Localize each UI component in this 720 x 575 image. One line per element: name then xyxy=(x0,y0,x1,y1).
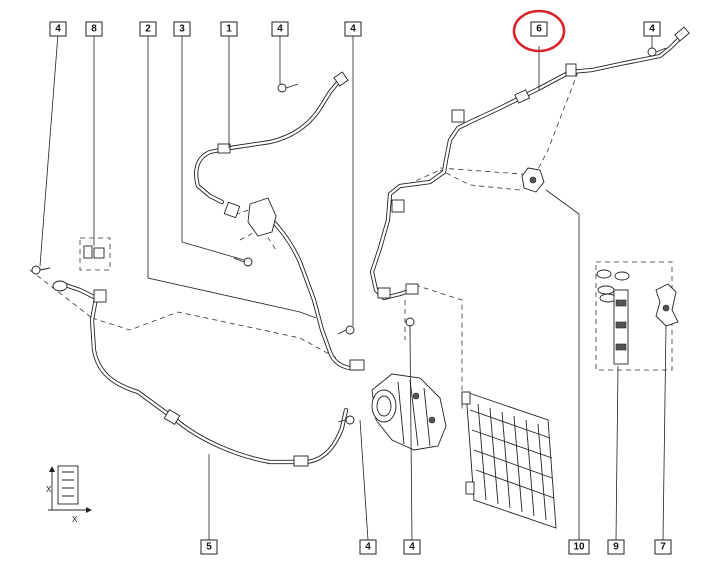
svg-text:7: 7 xyxy=(660,542,666,553)
svg-text:8: 8 xyxy=(91,24,97,35)
callout-bottom-4a: 4 xyxy=(359,539,377,555)
bolt-icons xyxy=(31,47,667,425)
svg-text:4: 4 xyxy=(365,542,371,553)
leader-lines xyxy=(39,33,667,541)
callout-6: 6 xyxy=(530,21,548,37)
callout-left-4: 4 xyxy=(49,21,67,37)
svg-text:5: 5 xyxy=(206,542,212,553)
axis-x-label-vertical: X xyxy=(46,485,52,494)
axis-x-label-horizontal: X xyxy=(72,515,78,524)
bolt-icon xyxy=(337,415,355,425)
svg-text:4: 4 xyxy=(409,542,415,553)
callout-8: 8 xyxy=(85,21,103,37)
callout-10: 10 xyxy=(568,539,590,555)
bolt-icon xyxy=(277,83,299,93)
svg-text:10: 10 xyxy=(573,542,585,553)
part-6-highlight-ring xyxy=(512,9,566,53)
svg-text:2: 2 xyxy=(145,24,151,35)
svg-text:4: 4 xyxy=(350,24,356,35)
bolt-icon xyxy=(233,257,253,267)
svg-text:9: 9 xyxy=(613,542,619,553)
hose-5 xyxy=(52,280,349,467)
callout-2: 2 xyxy=(139,21,157,37)
hose-1 xyxy=(194,71,349,219)
callout-right-4: 4 xyxy=(643,21,661,37)
callout-1: 1 xyxy=(220,21,238,37)
fitting-8 xyxy=(83,245,105,259)
callout-5: 5 xyxy=(200,539,218,555)
assembly-guide-lines xyxy=(29,71,673,412)
hose-6 xyxy=(369,26,690,301)
hose-2 xyxy=(247,197,365,371)
tool-7 xyxy=(655,283,679,327)
callout-3: 3 xyxy=(173,21,191,37)
bolt-icon xyxy=(647,47,667,57)
condenser xyxy=(461,391,557,529)
callouts: 4 8 2 3 1 4 4 6 4 5 4 4 10 9 7 xyxy=(49,21,672,555)
bolt-icon xyxy=(405,317,415,336)
bolt-icon xyxy=(31,265,51,275)
svg-text:4: 4 xyxy=(55,24,61,35)
pressure-switch-10 xyxy=(521,167,545,193)
axis-legend: X X xyxy=(46,465,92,524)
filter-drier-9 xyxy=(596,269,630,365)
compressor xyxy=(371,373,447,451)
svg-text:4: 4 xyxy=(277,24,283,35)
svg-text:4: 4 xyxy=(649,24,655,35)
callout-bottom-4b: 4 xyxy=(403,539,421,555)
callout-7: 7 xyxy=(654,539,672,555)
svg-text:6: 6 xyxy=(536,24,542,35)
callout-9: 9 xyxy=(607,539,625,555)
callout-mid-4: 4 xyxy=(344,21,362,37)
bolt-icon xyxy=(337,325,355,335)
svg-text:3: 3 xyxy=(179,24,185,35)
svg-text:1: 1 xyxy=(226,24,232,35)
callout-top-4: 4 xyxy=(271,21,289,37)
